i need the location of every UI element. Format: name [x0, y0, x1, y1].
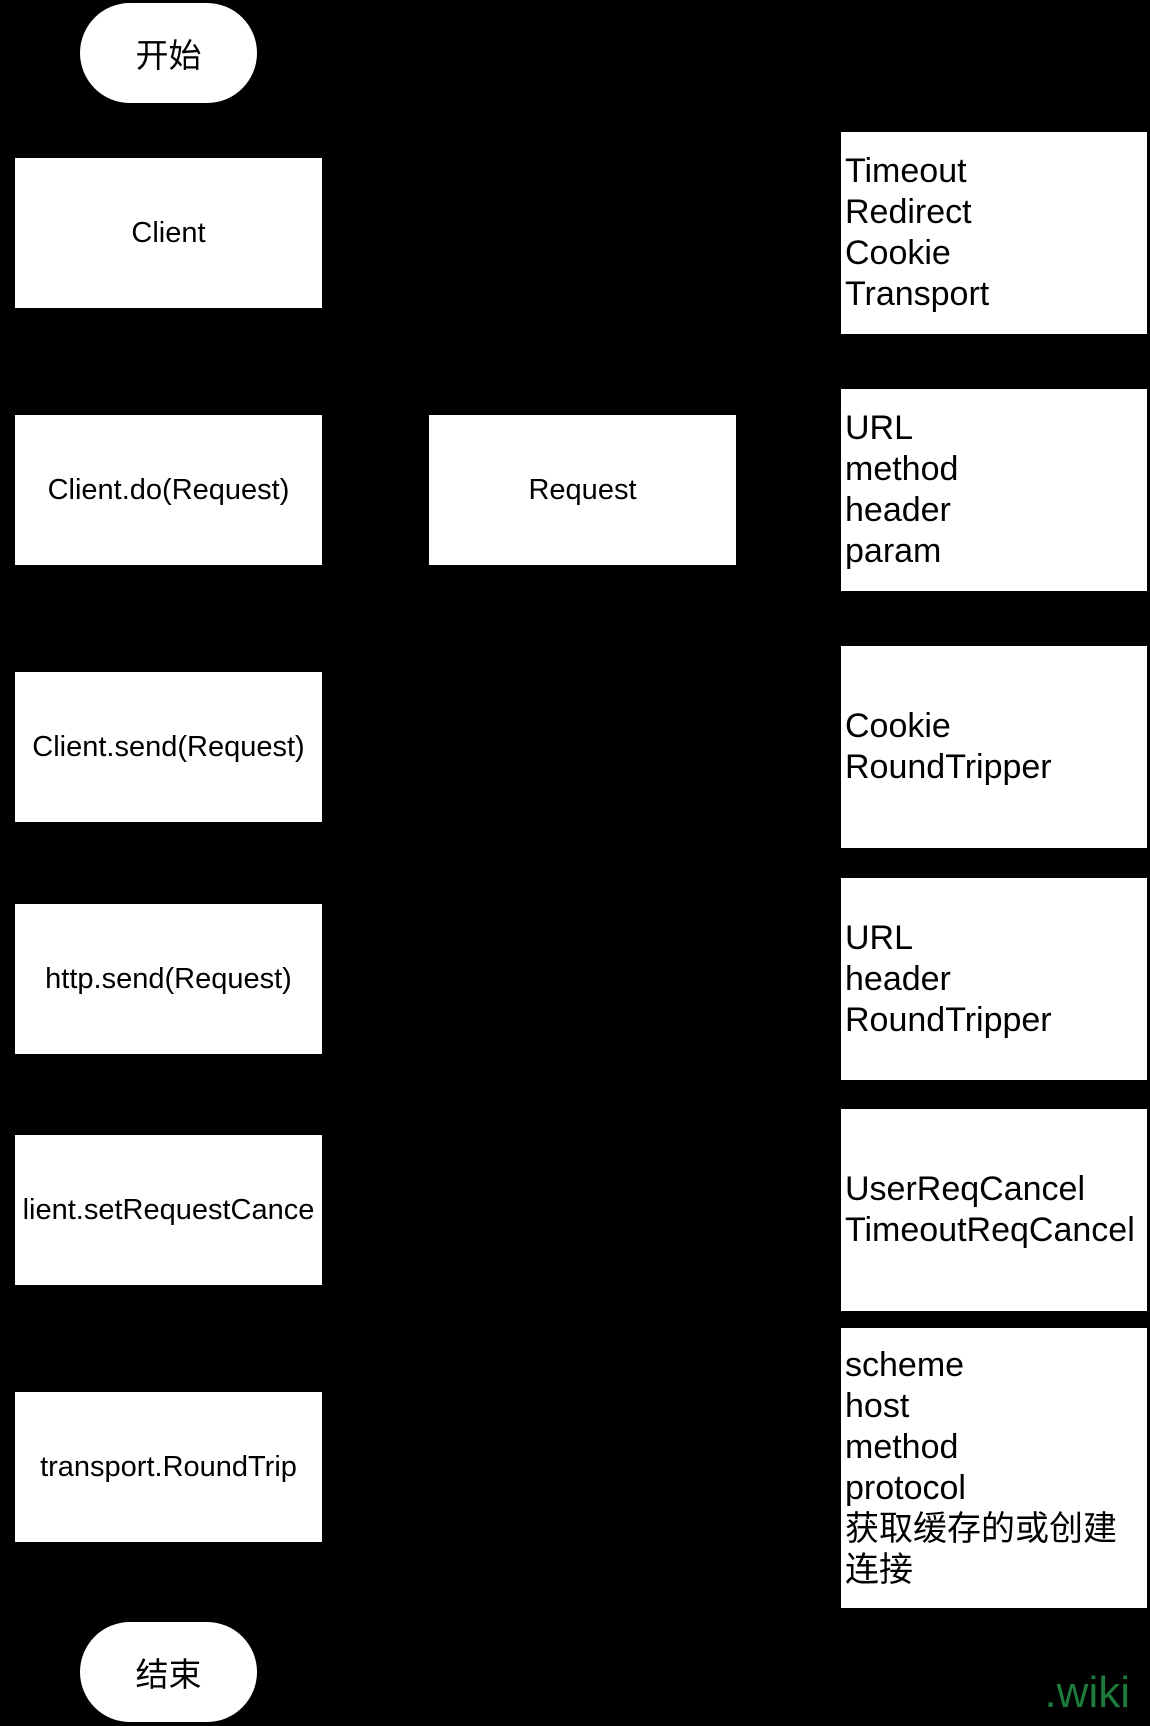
watermark: .wiki [1044, 1668, 1130, 1717]
note-line: param [845, 532, 942, 570]
step-http-send: http.send(Request) [15, 904, 322, 1054]
note-line: TimeoutReqCancel [845, 1211, 1135, 1249]
note-request-fields: URL method header param [841, 389, 1147, 591]
note-line: UserReqCancel [845, 1170, 1085, 1208]
step-client-send-label: Client.send(Request) [32, 730, 305, 763]
note-line: Redirect [845, 193, 972, 231]
note-line: URL [845, 918, 914, 957]
step-set-request-cancel-label: lient.setRequestCance [22, 1193, 315, 1226]
step-http-send-label: http.send(Request) [45, 962, 292, 995]
note-line: Timeout [845, 152, 967, 190]
note-line: RoundTripper [845, 1000, 1052, 1039]
end-node: 结束 [80, 1622, 257, 1722]
note-line: Transport [845, 275, 990, 313]
step-set-request-cancel: lient.setRequestCance [15, 1135, 322, 1285]
note-line: Cookie [845, 707, 951, 745]
step-transport-roundtrip-label: transport.RoundTrip [40, 1450, 297, 1483]
step-transport-roundtrip: transport.RoundTrip [15, 1392, 322, 1542]
step-client-do-label: Client.do(Request) [47, 473, 290, 506]
note-line: method [845, 1428, 959, 1466]
step-client-label: Client [131, 216, 206, 249]
note-line: 获取缓存的或创建 [845, 1510, 1117, 1548]
note-line: protocol [845, 1469, 966, 1507]
note-line: RoundTripper [845, 748, 1052, 786]
note-line: URL [845, 409, 914, 447]
note-line: header [845, 491, 951, 529]
note-line: host [845, 1387, 910, 1425]
request-node-label: Request [528, 473, 637, 506]
note-client-fields: Timeout Redirect Cookie Transport [841, 132, 1147, 334]
note-line: header [845, 959, 951, 998]
note-http-send-fields: URL header RoundTripper [841, 878, 1147, 1080]
step-client: Client [15, 158, 322, 308]
note-send-fields: Cookie RoundTripper [841, 646, 1147, 848]
note-roundtrip-fields: scheme host method protocol 获取缓存的或创建 连接 [841, 1328, 1147, 1608]
note-line: scheme [845, 1346, 965, 1384]
step-client-do: Client.do(Request) [15, 415, 322, 565]
request-node: Request [429, 415, 736, 565]
note-line: Cookie [845, 234, 951, 272]
note-line: method [845, 450, 959, 488]
start-node: 开始 [80, 3, 257, 103]
note-cancel-fields: UserReqCancel TimeoutReqCancel [841, 1109, 1147, 1311]
note-line: 连接 [845, 1551, 913, 1589]
step-client-send: Client.send(Request) [15, 672, 322, 822]
